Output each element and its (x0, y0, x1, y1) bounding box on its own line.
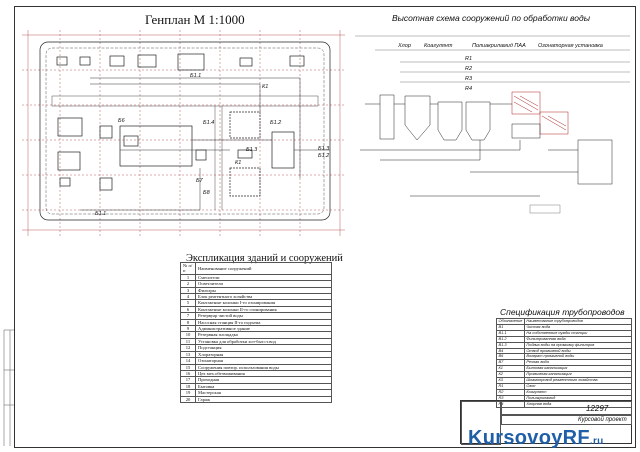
title-block: 12297 Курсовой проект (460, 400, 632, 445)
pipe-label: Б6 (118, 118, 125, 124)
row-name: Установка для обработки хоз-быт.ст.вод (195, 337, 332, 346)
spec-title: Спецификация трубопроводов (500, 307, 625, 317)
line-label: R1 (465, 56, 473, 62)
header-cell: Наименование сооружений (195, 262, 332, 275)
pipe-label: Б1.3 (318, 146, 330, 152)
stamp-number-cell: 12297 (501, 401, 632, 415)
pipelines (80, 77, 330, 211)
chemical-label: Озонаторная установка (538, 43, 603, 49)
row-name: Гараж (195, 395, 332, 403)
row-code: 20 (180, 395, 196, 403)
pipe-label: Б1.4 (203, 120, 215, 126)
site-watermark: KursovoyRF.ru (468, 427, 604, 450)
height-scheme (355, 35, 630, 214)
row-name: Сооружения повтор. использования воды (195, 363, 332, 371)
genplan-grid (22, 30, 345, 236)
pipe-label: Б1.1 (95, 211, 107, 217)
project-number: 12297 (586, 404, 609, 413)
project-name: Курсовой проект (578, 417, 627, 423)
line-label: R4 (465, 86, 473, 92)
line-label: R3 (465, 76, 473, 82)
table-header: № п/п Наименование сооружений (180, 262, 332, 275)
sheet-frame (14, 6, 636, 448)
pipe-label: Б8 (203, 190, 210, 196)
genplan-title: Генплан М 1:1000 (145, 12, 245, 27)
header-cell: № п/п (180, 262, 196, 275)
scheme-title: Высотная схема сооружений по обработки в… (392, 13, 590, 23)
site-plan (39, 41, 331, 221)
pipe-label: К1 (262, 84, 269, 90)
stamp-signatures (461, 401, 501, 445)
pipe-label: К1 (235, 160, 242, 166)
line-label: R2 (465, 66, 473, 72)
chemical-label: Хлор (398, 43, 411, 49)
explication-title: Экспликация зданий и сооружений (186, 253, 343, 264)
pipe-label: Б1.2 (270, 120, 282, 126)
watermark-tld: .ru (589, 436, 604, 447)
chemical-label: Полиакриламид ПАА (472, 43, 526, 49)
chemical-label: Коагулянт (424, 43, 453, 49)
pipe-label: Б7 (196, 178, 203, 184)
pipe-label: Б1.3 (246, 147, 258, 153)
row-name: Контактные колонки I-го озонирования (195, 299, 332, 307)
spec-table: Обозначение Наименование трубопроводов В… (496, 318, 633, 408)
watermark-brand: KursovoyRF (468, 427, 590, 449)
pipe-label: Б1.2 (318, 153, 330, 159)
row-name: Контактные колонки II-го озонирования (195, 305, 332, 314)
stamp-name-cell: Курсовой проект (501, 415, 632, 425)
pipe-label: Б1.1 (190, 73, 202, 79)
